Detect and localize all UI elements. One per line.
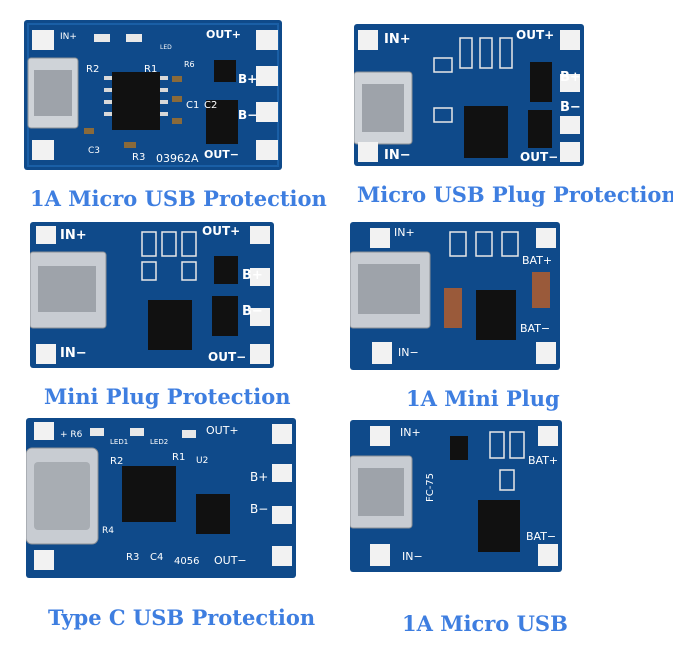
caption-2: Micro USB Plug Protection [357,182,673,207]
silk-r3: R3 [132,152,146,163]
caption-3: Mini Plug Protection [44,384,291,409]
silk-plus-r6: + R6 [60,430,83,440]
silk-in-plus: IN+ [60,32,77,42]
silk-in-plus: IN+ [394,226,415,239]
silk-bat-minus: BAT− [526,530,557,543]
silk-bat-minus: BAT− [520,322,551,335]
silk-in-plus: IN+ [60,228,87,243]
board-photo-3: IN+ OUT+ B+ B− IN− OUT− [30,222,274,368]
board-photo-6: IN+ FC-75 BAT+ BAT− IN− [350,420,562,572]
silk-c4: C4 [150,552,164,563]
silk-fc75: FC-75 [425,472,437,503]
silk-b-minus: B− [560,100,581,115]
silk-b-plus: B+ [560,70,581,85]
silk-bat-plus: BAT+ [528,454,559,467]
silk-r2: R2 [110,456,124,467]
silk-c1: C1 [186,100,200,111]
board-photo-1: IN+ LED R2 R1 R6 C1 C2 C3 R3 03962A OUT+… [24,20,282,170]
board-photo-4: IN+ BAT+ BAT− IN− [350,222,560,370]
board-photo-2: IN+ OUT+ B+ B− IN− OUT− [354,24,584,166]
silk-in-minus: IN− [398,346,419,359]
silk-code: 4056 [174,556,200,567]
silk-r3: R3 [126,552,140,563]
silk-out-plus: OUT+ [206,424,239,437]
silk-out-minus: OUT− [208,350,247,364]
silk-bat-plus: BAT+ [522,254,553,267]
silk-b-minus: B− [250,502,269,516]
silk-out-minus: OUT− [520,150,559,164]
silk-b-minus: B− [238,108,258,122]
silk-in-minus: IN− [402,550,423,563]
silk-b-plus: B+ [242,268,263,283]
silk-b-plus: B+ [238,72,258,86]
board-photo-5: + R6 LED1 LED2 R2 R1 U2 R4 R3 C4 4056 OU… [26,418,296,578]
silk-led2: LED2 [150,438,169,446]
silk-in-plus: IN+ [384,32,411,47]
silk-out-minus: OUT− [214,554,247,567]
caption-1: 1A Micro USB Protection [30,186,327,211]
silk-r1: R1 [144,64,158,75]
caption-4: 1A Mini Plug [406,386,560,411]
caption-5: Type C USB Protection [48,605,316,630]
silk-b-minus: B− [242,304,263,319]
silk-in-minus: IN− [384,148,411,163]
silk-in-minus: IN− [60,346,87,361]
silk-c2: C2 [204,100,218,111]
silk-out-minus: OUT− [204,148,240,161]
silk-out-plus: OUT+ [202,224,241,238]
silk-in-plus: IN+ [400,426,421,439]
caption-6: 1A Micro USB [402,611,568,636]
silk-r2: R2 [86,64,100,75]
silk-u2: U2 [196,456,209,466]
silk-code: 03962A [156,152,199,165]
silk-led1: LED1 [110,438,129,446]
silk-b-plus: B+ [250,470,269,484]
silk-out-plus: OUT+ [516,28,555,42]
silk-r1: R1 [172,452,186,463]
silk-r6: R6 [184,60,195,69]
silk-c3: C3 [88,146,101,156]
silk-r4: R4 [102,526,114,536]
silk-led: LED [160,44,172,51]
silk-out-plus: OUT+ [206,28,242,41]
